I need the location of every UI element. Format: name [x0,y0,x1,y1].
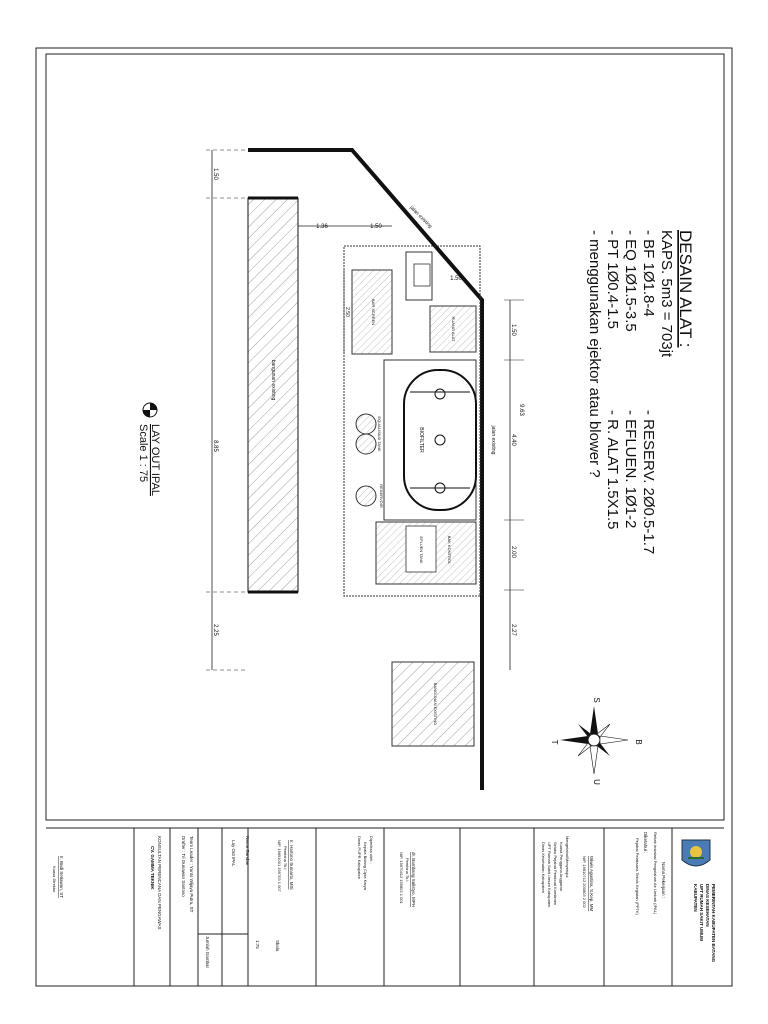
existing-building [247,197,299,593]
dim-right-4: 4.40 [510,434,516,446]
biofilter-label: BIOFILTER [418,427,424,453]
equalisasi-label: EQUALISASI TANK [377,416,382,452]
tb-approved-role-3: UPT Rumah Sakit Umum Kabupaten [547,842,552,907]
tb-approved-role-2: Selaku Pejabat Pembuat Komitmen [553,842,558,905]
design-title: DESAIN ALAT : [676,230,695,347]
compass-s: S [592,697,601,702]
biofilter-tank [403,369,477,511]
tb-approved-role-1: Kuasa Pengguna Anggaran [559,842,564,891]
tb-consultant-1: KONSULTAN PERENCANA DAN PENGAWAS [157,836,162,930]
tb-checked-role-1: Kepala Bidang Cipta Karya [363,842,368,891]
tb-team-leader: Team Leader : Yanto Wijaya Putra, ST [189,836,194,913]
equalisasi-tank-1 [355,413,377,435]
tb-pptk-nip: NIP. 19810712 200803 2 002 [582,856,587,909]
design-line-5: - menggunakan ejektor atau blower ? [586,230,603,478]
compass-icon [560,706,629,775]
tb-col2-text: Pejabat Pelaksana Teknis Kegiatan (PPTK) [635,838,640,916]
tb-header-4: KABUPATEN [693,884,698,912]
tb-sheet-label: Jumlah Gambar [205,936,210,969]
ruang-alat [429,305,477,353]
bar-screen-label: BAR SCREEN [371,299,376,325]
ruang-alat-label: RUANG ALAT [451,316,456,342]
drawing-frame [45,53,725,821]
section-marker [142,402,158,418]
tb-pptk-name: Wiwin Agustina, S.Kep, MM [589,856,594,912]
equalisasi-tank-2 [355,433,377,455]
ipal-site [343,245,481,597]
tb-scale-value: 1:75 [255,940,260,949]
tb-director-role: Kuasa Direktur [52,866,57,893]
tb-ppk-nip: NIP. 19670412 199803 1 001 [399,852,404,905]
dim-left-1: 1.50 [212,168,218,180]
dim-right-5: 2.00 [510,546,516,558]
design-right-3: - R. ALAT 1.5X1.5 [604,410,621,530]
layout-title: LAY OUT IPAL [149,424,161,496]
government-logo [681,839,711,867]
tb-ppk-role: Pembina Tk.I [405,858,410,882]
bak-kontrol-label: BAK KONTROL [447,536,452,565]
design-right-1: - RESERV. 2Ø0.5-1.7 [640,410,657,554]
biofilter-area [383,359,477,521]
dim-right-3: 9.63 [518,404,524,416]
tb-checker-nip: NIP. 19691001 199703 1 007 [277,840,282,893]
existing-building-2 [391,661,475,747]
design-notes: DESAIN ALAT : KAPS. 5m3 = 703jt - BF 1Ø1… [586,230,695,554]
tb-checker-name: Ir. Hartono Sumarto, MSi [289,840,294,890]
compass-b: B [634,739,643,744]
design-right-2: - EFLUEN. 1Ø1-2 [622,410,639,528]
tb-header-1: PEMERINTAH KABUPATEN BATANG [711,884,716,963]
tb-checked: Diperiksa oleh : [369,836,374,864]
blower-box [405,251,433,301]
title-block [133,828,711,986]
tb-checker-role: Pembina Tk.I [283,846,288,870]
design-line-4: - PT 1Ø0.4-1.5 [604,230,621,329]
dim-mid-1: 2.50 [344,307,350,317]
dim-top-2: 1.50 [370,224,382,230]
tb-col1-title: Nama Pekerjaan : [661,862,666,898]
tb-scale-label: Skala [275,940,280,952]
tb-drawing-value: Lay Out IPAL [231,840,236,867]
tb-approved-role-4: Dinas Kesehatan Kabupaten [541,842,546,893]
tb-approved: Mengetahui/Menyetujui [565,836,570,877]
reservoir-tank [355,485,377,507]
tb-col1-text: Rehab Instalasi Pengolahan Air Limbah (I… [653,832,658,915]
reservoir-label: RESERVOIR [379,484,384,508]
existing-building-2-label: BANGUNAN EXISTING [433,683,438,725]
dim-left-3: 2.25 [212,624,218,636]
dim-top-1: 1.36 [316,224,328,230]
bar-screen [351,269,393,355]
road-boundary [248,148,484,790]
tb-header-3: UPT RUMAH SAKIT UMUM [699,884,704,941]
design-line-2: - BF 1Ø1.8-4 [640,230,657,317]
existing-building-label: bangunan existing [270,360,276,401]
tb-consultant-2: CV. GAMMA TEKNIK [150,846,155,890]
tb-ppk-name: dr. Bambang Sulistyo, MPH [411,852,416,907]
layout-scale: Scale 1 : 75 [137,424,149,482]
dim-left-2: 8.85 [212,440,218,452]
design-line-3: - EQ 1Ø1.5-3.5 [622,230,639,332]
tb-drafter: Drafter : Tri Gunawan Santoso [181,836,186,897]
dim-right-1: 1.50 [450,276,462,282]
compass-u: U [592,779,601,785]
compass-t: T [550,740,559,745]
dim-right-2: 1.50 [510,324,516,336]
dim-right-6: 2.27 [510,624,516,636]
efluen-label: EFLUEN TANK [419,536,424,564]
design-line-1: KAPS. 5m3 = 703jt [658,230,675,358]
tb-drawing-label: Nama Gambar [245,836,250,866]
road-right-label: jalan existing [490,425,496,455]
tb-director-name: Ir. Budi Setiawan, ST [59,856,64,898]
tb-col2-title: Diketahui : [643,832,648,853]
tb-checked-role-2: Dinas PUPR Kabupaten [357,836,362,879]
tb-header-2: DINAS KESEHATAN [705,884,710,927]
